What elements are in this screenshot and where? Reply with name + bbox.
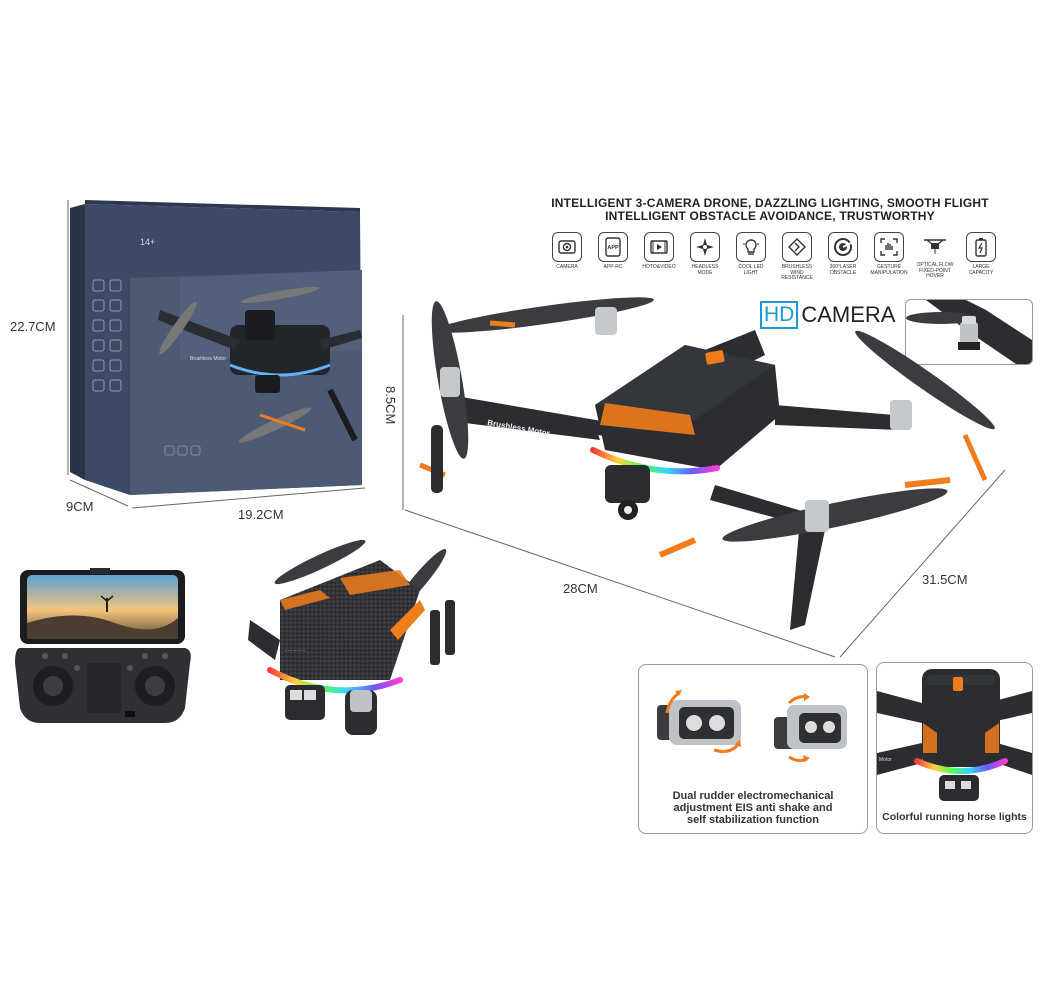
svg-text:- - - - - - -: - - - - - - - — [285, 648, 305, 654]
feature-icon-row: CAMERA APP APP-RC HOTO&VIDEO HEADLESS MO… — [548, 232, 1008, 282]
box-width-label: 19.2CM — [238, 507, 284, 522]
headline-line-2: INTELLIGENT OBSTACLE AVOIDANCE, TRUSTWOR… — [605, 209, 935, 223]
folded-drone: - - - - - - - — [248, 540, 455, 735]
feature-label: HEADLESS MODE — [691, 264, 719, 276]
feature-label: COOL LED LIGHT — [738, 264, 764, 276]
optical-flow-icon — [921, 232, 949, 260]
drone-length-label: 31.5CM — [922, 572, 968, 587]
feature-label: 360°LASER OBSTACLE — [829, 264, 857, 276]
feature-label: LARGE CAPACITY — [968, 264, 994, 276]
feature-brushless: BRUSHLESS WIND RESISTANCE — [778, 232, 816, 282]
camera-icon — [552, 232, 582, 262]
lights-illustration: Motor — [877, 669, 1032, 801]
remote-controller — [15, 568, 191, 723]
svg-text:APP: APP — [607, 245, 619, 251]
feature-optical-flow: OPTICAL FLOW FIXED-POINT HOVER — [916, 232, 954, 280]
lights-caption: Colorful running horse lights — [882, 811, 1027, 823]
feature-label: HOTO&VIDEO — [642, 264, 676, 270]
motor-closeup-panel — [905, 299, 1033, 365]
box-drone-arm-text: Brushless Motor — [190, 356, 226, 362]
hd-camera-badge: HD CAMERA — [760, 301, 895, 329]
feature-laser: 360°LASER OBSTACLE — [824, 232, 862, 276]
drone-height-label: 8.5CM — [383, 386, 398, 425]
headless-mode-icon — [690, 232, 720, 262]
app-icon: APP — [598, 232, 628, 262]
feature-headless: HEADLESS MODE — [686, 232, 724, 276]
headline-line-1: INTELLIGENT 3-CAMERA DRONE, DAZZLING LIG… — [551, 196, 989, 210]
feature-label: GESTURE MANIPULATION — [870, 264, 908, 276]
feature-battery: LARGE CAPACITY — [962, 232, 1000, 276]
feature-label: OPTICAL FLOW FIXED-POINT HOVER — [916, 262, 954, 279]
brushless-icon — [782, 232, 812, 262]
video-icon — [644, 232, 674, 262]
feature-label: APP-RC — [603, 264, 623, 270]
feature-camera: CAMERA — [548, 232, 586, 271]
gesture-icon — [874, 232, 904, 262]
feature-video: HOTO&VIDEO — [640, 232, 678, 271]
gimbal-caption: Dual rudder electromechanical adjustment… — [672, 790, 834, 826]
lights-feature-panel: Motor Colorful running horse lights — [876, 662, 1033, 834]
svg-text:Motor: Motor — [879, 757, 892, 763]
gimbal-illustration — [657, 690, 847, 763]
box-height-label: 22.7CM — [10, 319, 56, 334]
feature-label: CAMERA — [556, 264, 578, 270]
hd-label: HD — [760, 301, 799, 329]
drone-width-label: 28CM — [563, 581, 598, 596]
box-depth-label: 9CM — [66, 499, 94, 514]
camera-label: CAMERA — [801, 302, 896, 327]
main-drone: Brushless Motor — [402, 297, 1006, 658]
feature-led: COOL LED LIGHT — [732, 232, 770, 276]
product-headline: INTELLIGENT 3-CAMERA DRONE, DAZZLING LIG… — [520, 197, 1020, 223]
feature-label: BRUSHLESS WIND RESISTANCE — [781, 264, 813, 281]
feature-app: APP APP-RC — [594, 232, 632, 271]
feature-gesture: GESTURE MANIPULATION — [870, 232, 908, 276]
box-age-label: 14+ — [140, 237, 155, 247]
package-box: Brushless Motor 14+ — [67, 200, 366, 509]
gimbal-feature-panel: Dual rudder electromechanical adjustment… — [638, 664, 868, 834]
laser-obstacle-icon — [828, 232, 858, 262]
led-light-icon — [736, 232, 766, 262]
battery-icon — [966, 232, 996, 262]
